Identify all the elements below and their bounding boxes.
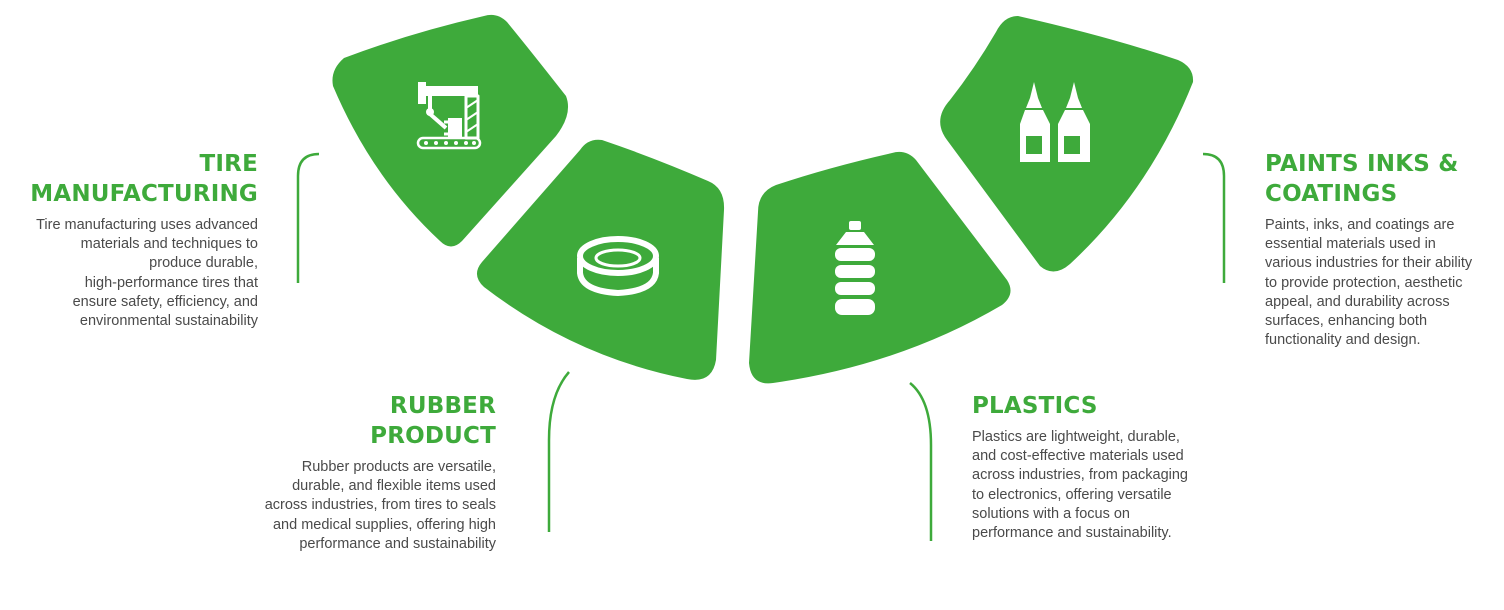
description-line: Paints, inks, and coatings are	[1265, 217, 1455, 233]
plastics-title: PLASTICS	[972, 391, 1232, 421]
description-line: produce durable,	[149, 255, 258, 272]
description-line: Rubber products are versatile,	[301, 459, 496, 475]
description-line: surfaces, enhancing both	[1265, 313, 1428, 330]
description-line: durable, and flexible items used	[292, 478, 496, 495]
robotic-assembly-icon	[416, 82, 482, 150]
rubber-product-description: Rubber products are versatile, durable, …	[240, 458, 496, 554]
description-line: Plastics are lightweight, durable,	[972, 429, 1180, 445]
description-line: environmental sustainability	[79, 313, 258, 330]
description-line: ensure safety, efficiency, and	[72, 293, 258, 310]
paints-title-line: PAINTS INKS &	[1265, 151, 1459, 177]
description-line: across industries, from packaging	[972, 467, 1188, 484]
paints-inks-coatings-block: PAINTS INKS & COATINGS Paints, inks, and…	[1265, 149, 1495, 350]
rubber-product-title: RUBBER PRODUCT	[240, 391, 496, 451]
description-line: to provide protection, aesthetic	[1265, 274, 1463, 291]
rubber-product-block: RUBBER PRODUCT Rubber products are versa…	[240, 391, 496, 554]
tire-manufacturing-block: TIRE MANUFACTURING Tire manufacturing us…	[20, 149, 258, 331]
segment-rubber-product	[476, 139, 725, 380]
paint-bottles-icon	[1020, 82, 1090, 162]
connector-rubber	[547, 371, 570, 532]
description-line: appeal, and durability across	[1265, 293, 1450, 310]
tire-manufacturing-description: Tire manufacturing uses advanced materia…	[20, 216, 258, 331]
description-line: functionality and design.	[1265, 332, 1421, 349]
tire-title-line: MANUFACTURING	[30, 181, 258, 207]
connector-plastics	[909, 382, 933, 541]
description-line: performance and sustainability	[299, 535, 496, 552]
plastics-title-line: PLASTICS	[972, 393, 1098, 419]
plastics-block: PLASTICS Plastics are lightweight, durab…	[972, 391, 1232, 543]
paints-inks-coatings-description: Paints, inks, and coatings are essential…	[1265, 216, 1495, 350]
description-line: Tire manufacturing uses advanced	[36, 217, 258, 233]
plastic-bottle-icon	[835, 221, 875, 315]
paints-inks-coatings-title: PAINTS INKS & COATINGS	[1265, 149, 1495, 209]
description-line: performance and sustainability.	[972, 525, 1172, 542]
tire-title-line: TIRE	[199, 151, 258, 177]
description-line: materials and techniques to	[80, 236, 258, 253]
description-line: solutions with a focus on	[972, 505, 1130, 522]
rubber-ring-icon	[577, 236, 659, 297]
description-line: to electronics, offering versatile	[972, 486, 1172, 503]
rubber-title-line: PRODUCT	[370, 423, 496, 449]
plastics-description: Plastics are lightweight, durable, and c…	[972, 428, 1232, 543]
description-line: essential materials used in	[1265, 236, 1436, 253]
tire-manufacturing-title: TIRE MANUFACTURING	[20, 149, 258, 209]
connector-tire	[296, 152, 320, 283]
segment-plastics	[749, 151, 1011, 384]
paints-title-line: COATINGS	[1265, 181, 1398, 207]
description-line: and cost-effective materials used	[972, 448, 1184, 465]
description-line: various industries for their ability	[1265, 255, 1473, 272]
connector-paints	[1202, 152, 1226, 283]
description-line: high-performance tires that	[84, 274, 258, 291]
description-line: across industries, from tires to seals	[264, 497, 496, 514]
rubber-title-line: RUBBER	[389, 393, 496, 419]
description-line: and medical supplies, offering high	[272, 516, 496, 533]
